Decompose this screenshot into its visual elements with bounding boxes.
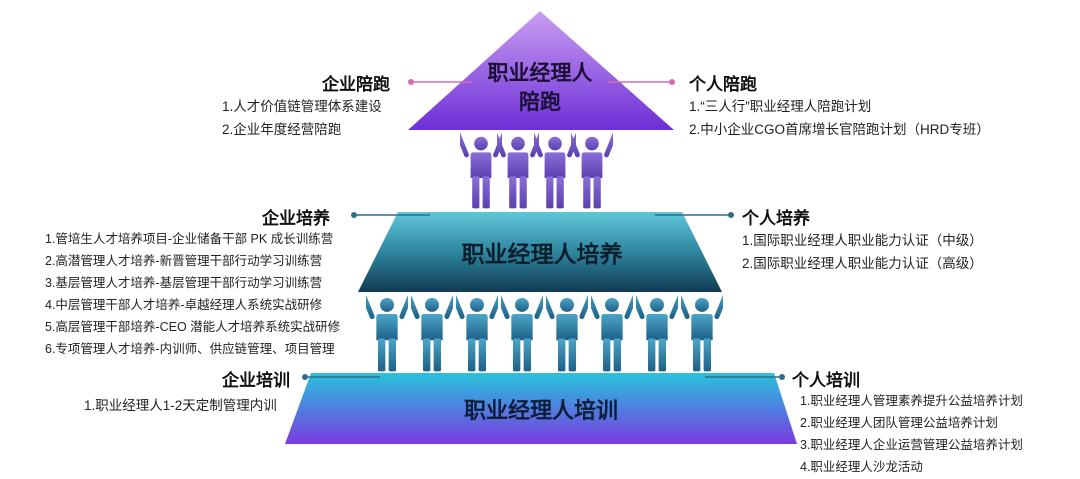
list-item: 3.基层管理人才培养-基层管理干部行动学习训练营: [45, 276, 323, 290]
list-item: 1.管培生人才培养项目-企业储备干部 PK 成长训练营: [45, 232, 334, 246]
bottom-tier-title: 职业经理人培训: [464, 398, 618, 423]
personal-training-heading: 个人培训: [792, 371, 860, 390]
list-item: 5.高层管理干部培养-CEO 潜能人才培养系统实战研修: [45, 320, 341, 334]
personal-coaching-list: 1.“三人行”职业经理人陪跑计划 2.中小企业CGO首席增长官陪跑计划（HRD专…: [689, 95, 990, 141]
person-arms-raised-icon: [456, 292, 498, 372]
person-arms-raised-icon: [591, 292, 633, 372]
list-item: 2.职业经理人团队管理公益培养计划: [800, 416, 998, 430]
person-arms-raised-icon: [681, 292, 723, 372]
list-item: 2.企业年度经营陪跑: [222, 122, 342, 137]
people-group-lower: [366, 292, 723, 372]
enterprise-training-list: 1.职业经理人1-2天定制管理内训: [84, 394, 277, 417]
person-arms-raised-icon: [501, 292, 543, 372]
connector-dot: [779, 374, 785, 380]
middle-tier-title: 职业经理人培养: [462, 241, 623, 267]
middle-tier: [358, 212, 722, 292]
person-arms-raised-icon: [546, 292, 588, 372]
people-group-upper: [460, 131, 613, 209]
list-item: 2.中小企业CGO首席增长官陪跑计划（HRD专班）: [689, 122, 990, 137]
personal-development-list: 1.国际职业经理人职业能力认证（中级） 2.国际职业经理人职业能力认证（高级）: [742, 229, 983, 275]
top-tier: [408, 11, 674, 130]
list-item: 1.人才价值链管理体系建设: [222, 99, 382, 114]
connector-dot: [351, 212, 357, 218]
connector-dot: [728, 212, 734, 218]
bottom-tier: [285, 373, 797, 444]
person-arms-raised-icon: [366, 292, 408, 372]
list-item: 2.国际职业经理人职业能力认证（高级）: [742, 256, 983, 271]
list-item: 4.职业经理人沙龙活动: [800, 460, 923, 474]
list-item: 1.国际职业经理人职业能力认证（中级）: [742, 233, 983, 248]
person-arms-raised-icon: [411, 292, 453, 372]
enterprise-development-list: 1.管培生人才培养项目-企业储备干部 PK 成长训练营 2.高潜管理人才培养-新…: [45, 228, 340, 360]
enterprise-development-heading: 企业培养: [262, 209, 330, 228]
personal-development-heading: 个人培养: [742, 209, 810, 228]
enterprise-coaching-heading: 企业陪跑: [322, 75, 390, 94]
list-item: 6.专项管理人才培养-内训师、供应链管理、项目管理: [45, 342, 335, 356]
top-tier-title-line2: 陪跑: [519, 90, 561, 114]
connector-dot: [669, 79, 675, 85]
personal-coaching-heading: 个人陪跑: [689, 75, 757, 94]
person-arms-raised-icon: [571, 131, 613, 209]
list-item: 1.职业经理人管理素养提升公益培养计划: [800, 394, 1023, 408]
list-item: 2.高潜管理人才培养-新晋管理干部行动学习训练营: [45, 254, 323, 268]
personal-training-list: 1.职业经理人管理素养提升公益培养计划 2.职业经理人团队管理公益培养计划 3.…: [800, 390, 1023, 478]
top-tier-title-line1: 职业经理人: [488, 61, 593, 85]
list-item: 1.职业经理人1-2天定制管理内训: [84, 398, 277, 413]
enterprise-training-heading: 企业培训: [222, 371, 290, 390]
connector-dot: [408, 79, 414, 85]
connectors: [302, 79, 785, 380]
connector-dot: [302, 374, 308, 380]
list-item: 1.“三人行”职业经理人陪跑计划: [689, 99, 872, 114]
person-arms-raised-icon: [636, 292, 678, 372]
list-item: 4.中层管理干部人才培养-卓越经理人系统实战研修: [45, 298, 323, 312]
list-item: 3.职业经理人企业运营管理公益培养计划: [800, 438, 1023, 452]
enterprise-coaching-list: 1.人才价值链管理体系建设 2.企业年度经营陪跑: [222, 95, 382, 141]
